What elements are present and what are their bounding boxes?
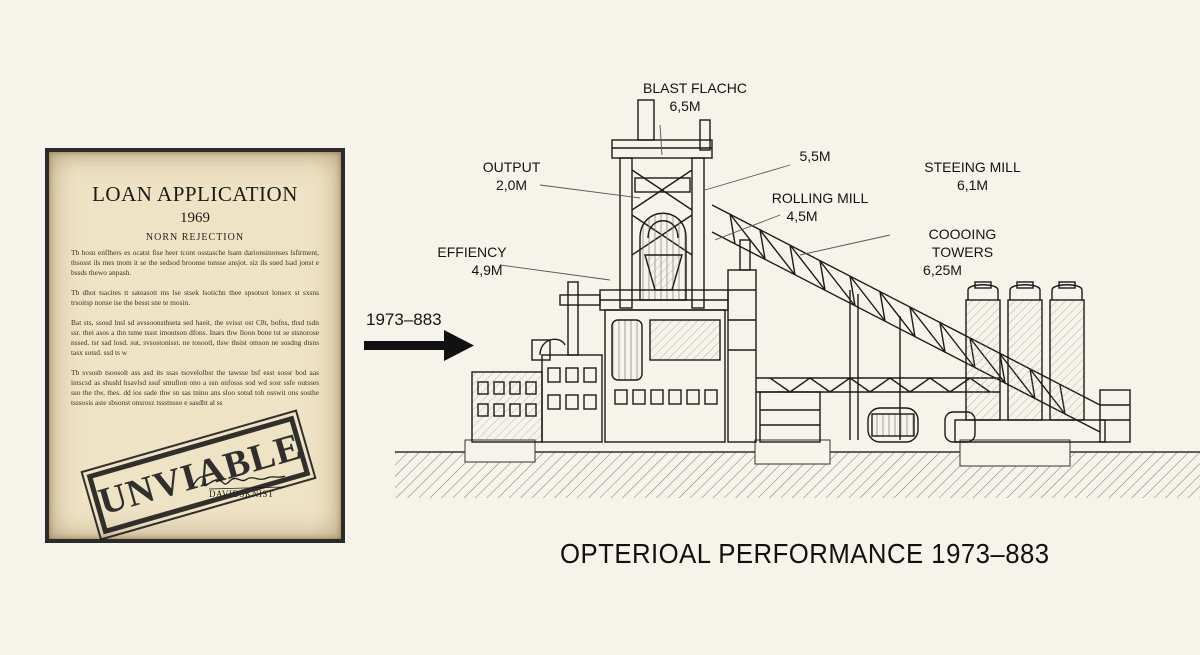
- label-steeing-name: STEEING MILL: [924, 159, 1021, 175]
- label-blast-name: BLAST FLACHC: [643, 80, 747, 96]
- label-output-value: 2,0M: [495, 177, 528, 193]
- loan-document-title: LOAN APPLICATION: [92, 182, 298, 206]
- loan-document-paragraph: Tb hosn enflhers es ocatst fise heer tco…: [71, 248, 319, 277]
- blast-furnace-tower: [559, 99, 757, 443]
- label-rolling: ROLLING MILL 4,5M: [770, 189, 870, 225]
- label-cooling: COOOING TOWERS 6,25M: [900, 225, 1025, 279]
- cooling-towers: [954, 281, 1131, 443]
- loan-document-frame: LOAN APPLICATION 1969 NORN REJECTION Tb …: [45, 148, 345, 545]
- ground: [395, 439, 1200, 498]
- label-output-name: OUTPUT: [482, 159, 541, 175]
- label-blast: BLAST FLACHC 6,5M: [630, 79, 760, 115]
- timeline-arrow-icon: [364, 330, 474, 361]
- lower-conveyor: [756, 377, 1000, 443]
- timeline-label: 1973–883: [366, 310, 442, 329]
- loan-document-subtitle: NORN REJECTION: [145, 232, 245, 243]
- label-rolling-value: 4,5M: [786, 208, 818, 224]
- performance-title: OPTERIOAL PERFORMANCE 1973–883: [560, 538, 1050, 569]
- label-top-value: 5,5M: [799, 148, 831, 164]
- left-building: [471, 281, 603, 443]
- label-efficiency-value: 4,9M: [471, 262, 503, 278]
- storage-tanks: [867, 407, 976, 443]
- label-rolling-name: ROLLING MILL: [771, 190, 869, 206]
- label-steeing: STEEING MILL 6,1M: [920, 158, 1025, 194]
- label-cooling-value: 6,25M: [923, 262, 962, 278]
- leader-lines: [499, 124, 891, 281]
- label-output: OUTPUT 2,0M: [474, 158, 549, 194]
- label-efficiency-name: EFFIENCY: [437, 244, 507, 260]
- loan-document-paragraph: Tb svsosb tsoosolt ass asd its ssas tsov…: [71, 368, 319, 407]
- label-blast-value: 6,5M: [669, 98, 701, 114]
- loan-document-body: Tb hosn enflhers es ocatst fise heer tco…: [71, 248, 319, 418]
- loan-document-paragraph: Tb dhot tsacites tt sateasott ms lse sts…: [71, 288, 319, 307]
- label-steeing-value: 6,1M: [956, 177, 989, 193]
- label-cooling-name: COOOING TOWERS: [928, 226, 997, 260]
- label-efficiency: EFFIENCY 4,9M: [432, 243, 512, 279]
- loan-document-paper: LOAN APPLICATION 1969 NORN REJECTION Tb …: [49, 152, 341, 545]
- signer-name: DAVIDSKNIST: [209, 489, 274, 499]
- loan-document-paragraph: Bat sts, ssosd lnsl sd avssoonsthseta se…: [71, 318, 319, 357]
- signature-scribble: [192, 475, 286, 490]
- loan-document-year: 1969: [180, 210, 210, 226]
